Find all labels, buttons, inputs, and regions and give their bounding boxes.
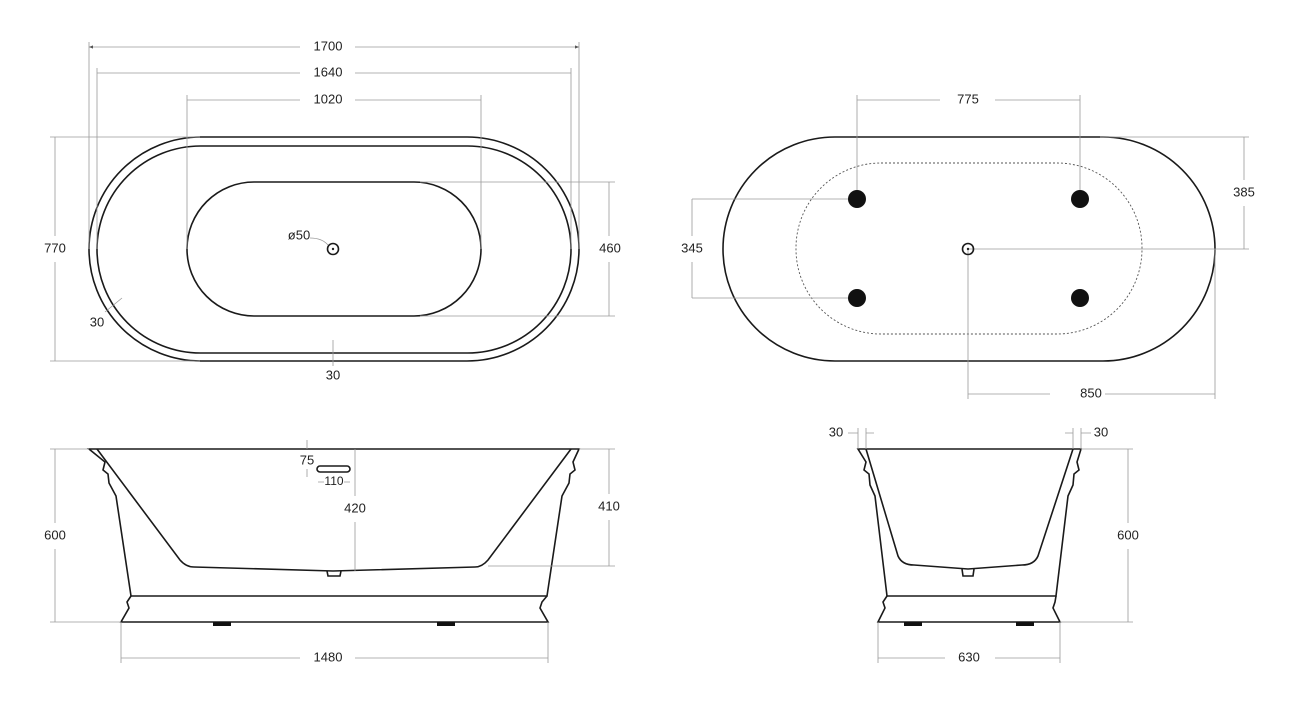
foot-marker: [848, 190, 866, 208]
basin-hidden-outline: [795, 162, 1143, 335]
dim-feet-spacing-length: 775: [957, 91, 979, 106]
dim-base-length: 1480: [314, 649, 343, 664]
bottom-view: 775 345 385 850: [681, 91, 1255, 400]
dim-inner-length: 1640: [314, 64, 343, 79]
end-view: 30 30 600 630: [829, 424, 1139, 664]
dim-rim-left: 30: [829, 424, 843, 439]
dim-height: 600: [44, 527, 66, 542]
dim-drain-diameter: ø50: [288, 227, 310, 242]
dim-overall-width: 770: [44, 240, 66, 255]
foot: [1016, 622, 1034, 626]
foot: [213, 622, 231, 626]
overflow-outlet: [316, 465, 351, 473]
dim-drain-offset-length: 850: [1080, 385, 1102, 400]
dim-basin-width: 460: [599, 240, 621, 255]
foot-marker: [848, 289, 866, 307]
foot-marker: [1071, 190, 1089, 208]
foot: [904, 622, 922, 626]
foot-marker: [1071, 289, 1089, 307]
dim-base-width: 630: [958, 649, 980, 664]
dim-depth-inner: 410: [598, 498, 620, 513]
dim-basin-length: 1020: [314, 91, 343, 106]
side-view: 600 410 420 75 110 1480: [44, 440, 620, 664]
dim-overflow-width: 110: [324, 474, 343, 488]
dim-depth-center: 420: [344, 500, 366, 515]
dim-rim-left: 30: [90, 314, 104, 329]
dim-rim-bottom: 30: [326, 367, 340, 382]
dim-rim-right: 30: [1094, 424, 1108, 439]
dim-overall-length: 1700: [314, 38, 343, 53]
dim-overflow-offset: 75: [300, 452, 314, 467]
drain-icon: [961, 242, 975, 256]
foot: [437, 622, 455, 626]
dim-feet-spacing-width: 345: [681, 240, 703, 255]
drain-icon: [326, 242, 340, 256]
top-view: 1700 1640 1020 770 460 30 30 ø50: [44, 38, 621, 382]
dim-height: 600: [1117, 527, 1139, 542]
inner-rim: [96, 145, 572, 354]
dim-drain-offset-width: 385: [1233, 184, 1255, 199]
